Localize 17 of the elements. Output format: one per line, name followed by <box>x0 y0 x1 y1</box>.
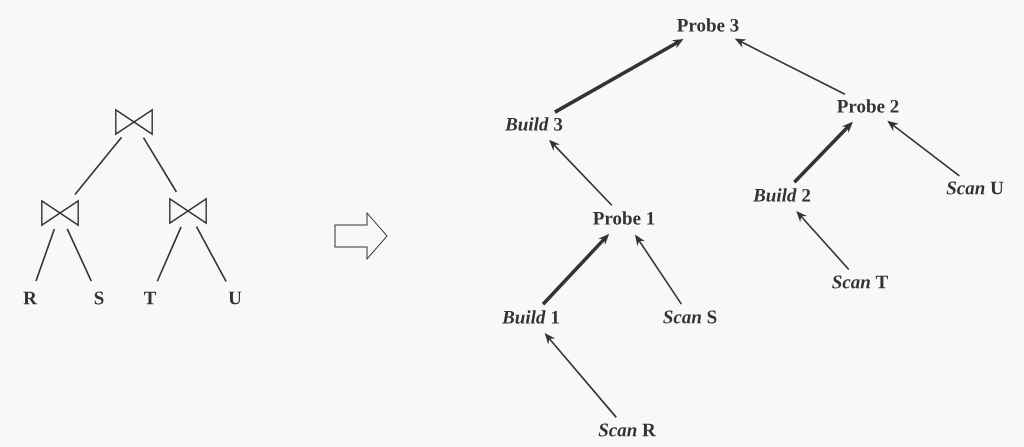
node-label: S <box>94 291 104 305</box>
join-symbol <box>169 197 207 225</box>
node-label: Build 1 <box>501 310 559 324</box>
node-label: Scan S <box>663 310 717 324</box>
join-symbol <box>115 108 153 136</box>
node-label: R <box>23 291 37 305</box>
node-label: Scan R <box>598 423 656 437</box>
node-label: Scan T <box>832 275 888 289</box>
node-label: Build 3 <box>504 117 563 131</box>
node-label: Probe 2 <box>837 99 899 113</box>
node-label: Probe 3 <box>677 18 739 32</box>
node-label: Build 2 <box>752 188 811 202</box>
node-label: T <box>143 291 157 305</box>
node-label: Probe 1 <box>593 211 655 225</box>
node-label: Scan U <box>946 181 1004 195</box>
join-symbol <box>41 199 79 227</box>
node-label: U <box>228 291 242 305</box>
